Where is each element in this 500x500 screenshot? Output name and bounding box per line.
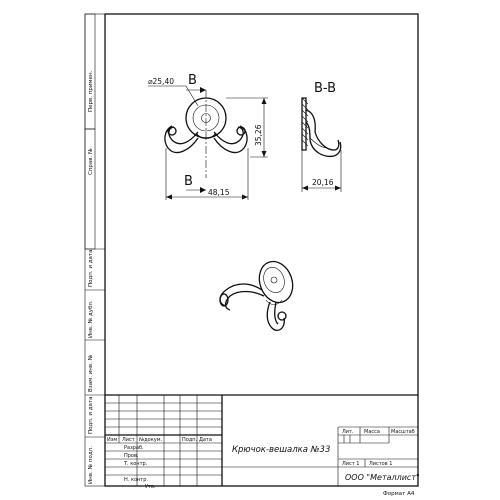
label-inv-dubl: Инв. № дубл. xyxy=(88,300,94,338)
label-masshtab: Масштаб xyxy=(391,429,415,435)
section-title: B-B xyxy=(314,81,336,96)
side-strip: Перв. примен. Справ. № Подп. и дата Инв.… xyxy=(84,13,106,487)
col-doc: №докум. xyxy=(139,437,162,443)
diameter-dimension: ⌀25,40 xyxy=(148,77,174,86)
section-view: B-B 20,16 xyxy=(301,81,342,192)
label-vzam-inv: Взам. инв. № xyxy=(88,354,94,392)
part-designation: Крючок-вешалка №33 xyxy=(232,445,330,455)
col-izm: Изм xyxy=(107,437,117,443)
isometric-view xyxy=(219,260,294,332)
label-prov: Пров. xyxy=(124,453,139,459)
label-t-kontr: Т. контр. xyxy=(123,461,148,467)
label-massa: Масса xyxy=(364,429,380,435)
label-n-kontr: Н. контр. xyxy=(124,477,148,483)
section-letter-top: B xyxy=(188,73,197,88)
depth-dimension: 20,16 xyxy=(312,178,334,187)
label-inv-podl: Инв. № подл. xyxy=(88,446,94,484)
label-sprav-no: Справ. № xyxy=(88,148,94,175)
sheet-number: Лист 1 xyxy=(342,461,359,467)
format-label: Формат А4 xyxy=(383,491,415,497)
label-lit: Лит. xyxy=(342,429,354,435)
col-list: Лист xyxy=(122,437,135,443)
label-razrab: Разраб. xyxy=(124,445,144,451)
section-letter-bottom: B xyxy=(184,174,193,189)
label-podp-date-bottom: Подп. и дата xyxy=(88,397,94,434)
col-data: Дата xyxy=(199,437,212,443)
label-podp-date-top: Подп. и дата xyxy=(88,250,94,287)
label-utv: Утв. xyxy=(145,484,156,490)
col-podp: Подп. xyxy=(182,437,198,443)
title-block: Изм Лист №докум. Подп. Дата Разраб. Пров… xyxy=(105,394,420,497)
sheet-count: Листов 1 xyxy=(369,461,392,467)
width-dimension: 48,15 xyxy=(208,188,230,197)
label-perv-primen: Перв. примен. xyxy=(88,70,94,112)
company-name: ООО "Металлист" xyxy=(345,473,420,482)
front-view: B B ⌀25,40 35,26 48,15 xyxy=(148,73,268,200)
height-dimension: 35,26 xyxy=(254,124,263,146)
